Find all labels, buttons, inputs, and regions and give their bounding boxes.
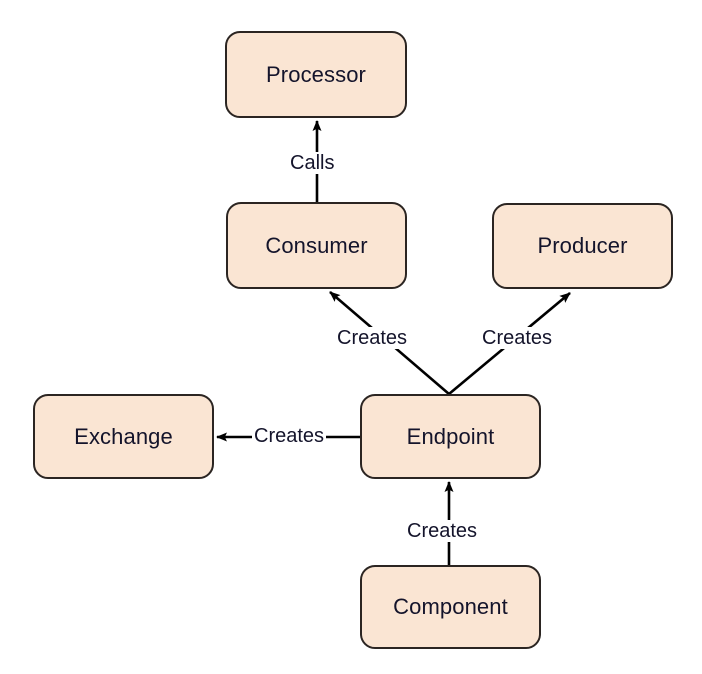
node-exchange-label: Exchange xyxy=(74,423,173,449)
node-component-label: Component xyxy=(393,594,508,619)
node-consumer[interactable]: Consumer xyxy=(226,202,407,289)
node-endpoint[interactable]: Endpoint xyxy=(360,394,541,479)
edge-label-creates-exchange: Creates xyxy=(252,425,327,447)
edge-label-calls: Calls xyxy=(288,152,337,174)
edge-label-creates-consumer: Creates xyxy=(335,327,410,349)
node-component[interactable]: Component xyxy=(360,565,541,649)
node-producer-label: Producer xyxy=(537,233,628,258)
node-processor-label: Processor xyxy=(266,61,366,87)
node-producer[interactable]: Producer xyxy=(492,203,673,289)
node-consumer-label: Consumer xyxy=(265,232,368,258)
node-exchange[interactable]: Exchange xyxy=(33,394,214,479)
node-processor[interactable]: Processor xyxy=(225,31,407,118)
node-endpoint-label: Endpoint xyxy=(406,423,495,449)
edge-label-creates-endpoint: Creates xyxy=(405,520,480,542)
edge-label-creates-producer: Creates xyxy=(480,327,555,349)
